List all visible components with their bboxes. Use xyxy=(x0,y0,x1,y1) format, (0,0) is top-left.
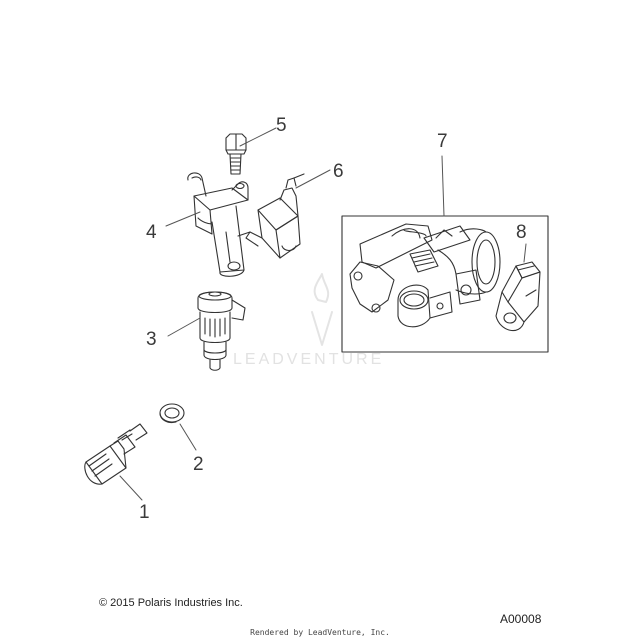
throttle-body-assembly xyxy=(341,215,549,353)
callout-6: 6 xyxy=(333,161,344,182)
watermark-text: LEADVENTURE xyxy=(233,351,385,368)
copyright-text: © 2015 Polaris Industries Inc. xyxy=(99,597,243,609)
callout-5: 5 xyxy=(276,115,287,136)
callout-1: 1 xyxy=(139,502,150,523)
callout-3: 3 xyxy=(146,329,157,350)
map-sensor xyxy=(237,173,305,259)
temperature-sensor xyxy=(84,423,148,485)
callout-2: 2 xyxy=(193,454,204,475)
throttle-position-sensor xyxy=(495,261,541,332)
sealing-washer xyxy=(159,403,185,424)
fuel-rail-bracket xyxy=(187,172,249,277)
diagram-code: A00008 xyxy=(500,612,542,626)
mounting-bolt xyxy=(225,133,247,175)
callout-8: 8 xyxy=(516,222,527,243)
fuel-injector xyxy=(197,291,246,371)
rendered-by-text: Rendered by LeadVenture, Inc. xyxy=(250,628,390,637)
callout-4: 4 xyxy=(146,222,157,243)
callout-leaders xyxy=(119,127,527,501)
callout-7: 7 xyxy=(437,131,448,152)
leadventure-logo xyxy=(311,273,333,346)
